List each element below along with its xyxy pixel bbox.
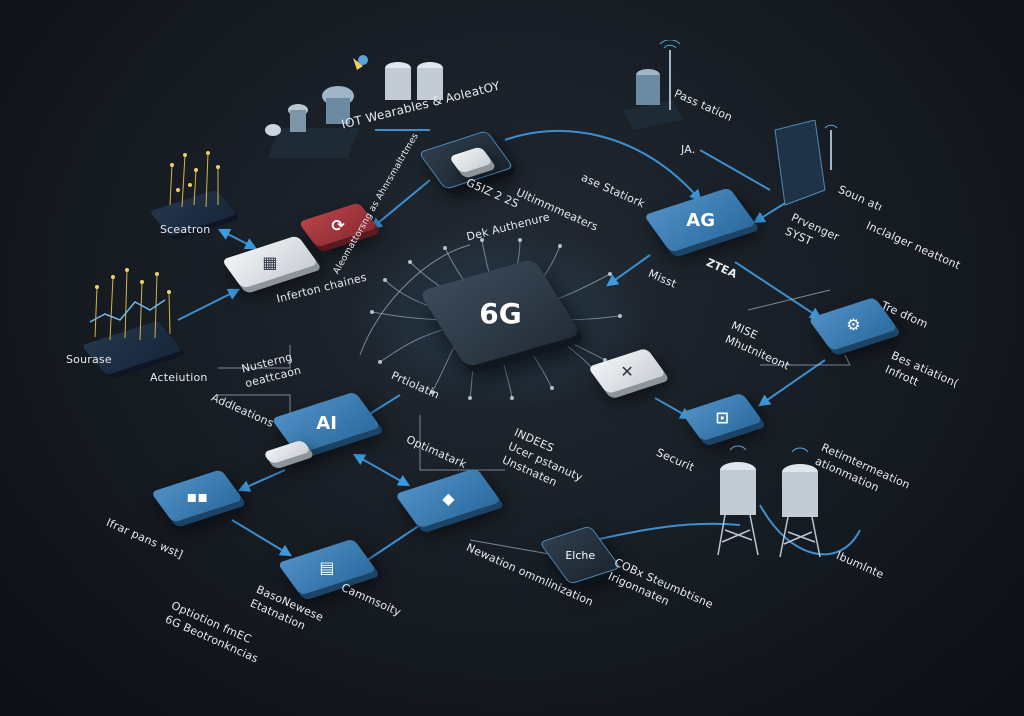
link-sens-card <box>217 228 258 250</box>
link-ag-base <box>606 254 651 287</box>
sensor-network-icon <box>169 151 220 208</box>
label-acteiution: Acteiution <box>150 371 208 384</box>
link-pass-screen <box>699 149 771 191</box>
label-source: Sourase <box>66 353 112 366</box>
link-mid-comm <box>358 524 421 567</box>
label-sensation: Sceatron <box>160 223 211 236</box>
link-dom-sec <box>758 359 826 407</box>
sensor-array-icon <box>89 268 171 341</box>
label-ja: JA. <box>681 143 696 156</box>
link-gsiz-red <box>370 179 431 230</box>
link-ag-dom <box>734 261 823 320</box>
iot-wearables-icon <box>265 55 443 158</box>
link-towers <box>759 504 861 556</box>
link-ai-mid <box>352 453 411 487</box>
link-chip-top <box>504 129 702 202</box>
base-station-tower-icon <box>623 40 683 130</box>
link-left-comm <box>231 519 293 557</box>
link-card-source <box>177 288 241 321</box>
link-ai-left <box>237 469 286 492</box>
cell-towers-icon <box>717 445 821 558</box>
link-screen-ag <box>752 199 791 224</box>
antenna-screen-icon <box>774 120 838 206</box>
